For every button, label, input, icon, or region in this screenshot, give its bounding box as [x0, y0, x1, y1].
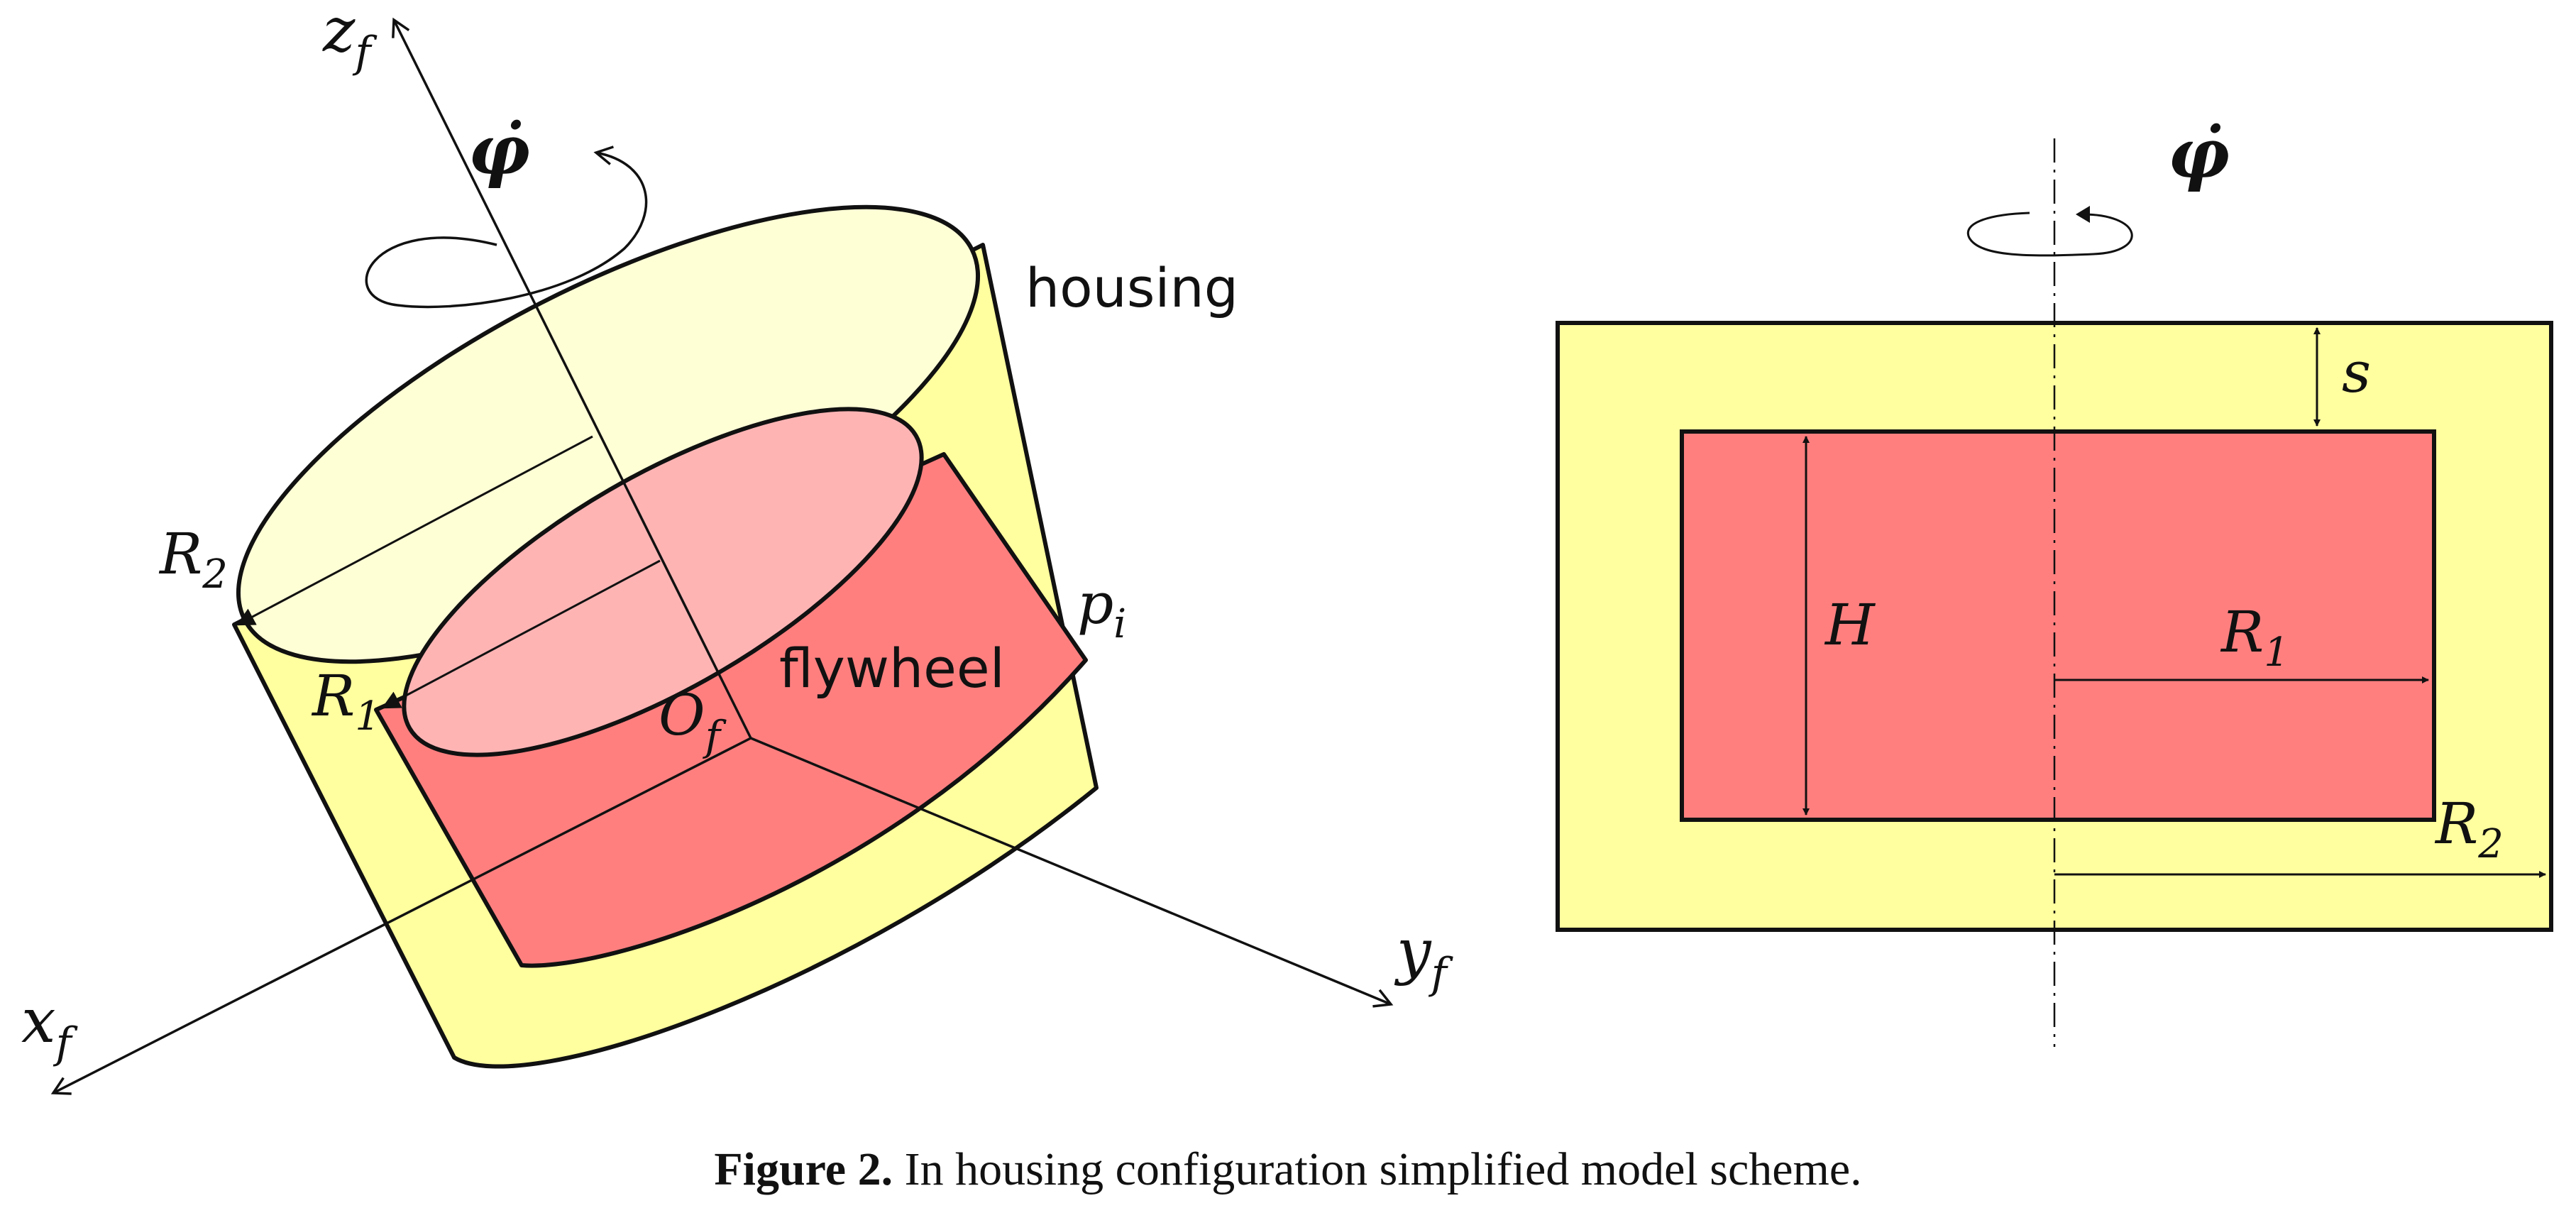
x-axis-label: xf: [21, 986, 79, 1068]
left-3d-view: zf xf yf Of φ̇ housing flywheel pi R2 R1: [21, 0, 1454, 1095]
figure-caption: Figure 2. In housing configuration simpl…: [0, 1143, 2576, 1197]
right-section-view: φ̇ s H R1 R2: [1556, 114, 2553, 1047]
rotation-rate-label-3d: φ̇: [468, 110, 530, 190]
flywheel-label: flywheel: [779, 637, 1005, 700]
gap-label: s: [2342, 339, 2371, 405]
rotation-arrowhead: [2076, 206, 2090, 223]
housing-label: housing: [1025, 256, 1238, 319]
y-axis-label: yf: [1394, 916, 1454, 999]
caption-text: In housing configuration simplified mode…: [904, 1143, 1862, 1195]
y-axis: [750, 737, 1394, 1008]
figure-diagram: zf xf yf Of φ̇ housing flywheel pi R2 R1…: [21, 0, 2553, 1095]
r2-radius-line: [236, 435, 593, 626]
x-axis: [50, 737, 752, 1095]
pressure-label: pi: [1077, 571, 1126, 647]
rotation-arc-3d: [365, 145, 648, 309]
r1-label-section: R1: [2220, 599, 2289, 676]
rotation-rate-label-section: φ̇: [2168, 114, 2230, 194]
flywheel-section: [1680, 429, 2436, 822]
height-label: H: [1824, 592, 1876, 658]
flywheel-top-ellipse: [402, 407, 924, 757]
r2-label-section: R2: [2434, 791, 2504, 867]
caption-label: Figure 2.: [714, 1143, 893, 1195]
rotation-arc-section: [1966, 212, 2133, 257]
r1-radius-line: [381, 559, 661, 709]
z-axis-label: zf: [322, 0, 378, 77]
r2-label-3d: R2: [158, 521, 228, 598]
r1-label-3d: R1: [311, 663, 380, 740]
z-axis: [392, 17, 752, 739]
